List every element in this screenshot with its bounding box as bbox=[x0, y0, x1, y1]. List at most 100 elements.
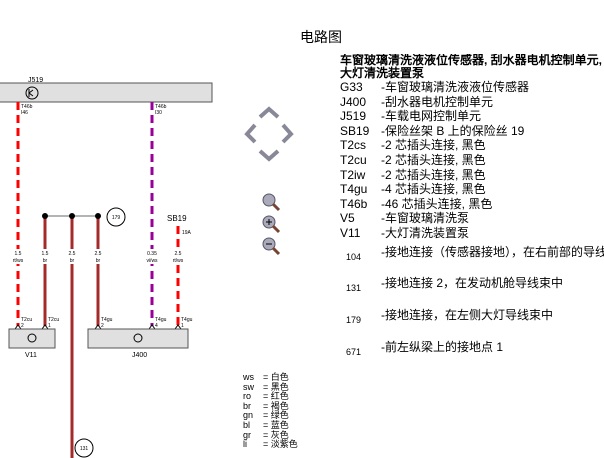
legend-code: V11 bbox=[340, 225, 361, 240]
motor-icon bbox=[133, 333, 143, 343]
color-code: ws bbox=[243, 372, 254, 382]
pin-label: 2 bbox=[21, 323, 24, 329]
v11-label: V11 bbox=[25, 352, 37, 359]
color-name: = 淡紫色 bbox=[263, 439, 298, 450]
legend-desc: -刮水器电机控制单元 bbox=[381, 94, 493, 109]
connector-arrow-icon bbox=[41, 324, 49, 330]
ground-desc: -接地连接，在左侧大灯导线束中 bbox=[381, 308, 553, 322]
legend-desc: -大灯清洗装置泵 bbox=[381, 225, 469, 240]
ground-desc: -前左纵梁上的接地点 1 bbox=[381, 340, 504, 354]
connector-label: T46b bbox=[21, 104, 33, 110]
legend-heading: 车窗玻璃清洗液液位传感器, 刮水器电机控制单元, 大灯清洗装置泵 bbox=[340, 54, 603, 80]
ground-item: 179-接地连接，在左侧大灯导线束中 bbox=[340, 306, 604, 326]
ground-item: 131 -接地连接 2，在发动机舱导线束中 bbox=[340, 274, 604, 294]
legend-code: SB19 bbox=[340, 123, 370, 138]
connector-arrow-icon bbox=[14, 324, 22, 330]
wire-size-label: 2.5 bbox=[175, 251, 182, 257]
ground-point-131 bbox=[74, 438, 94, 458]
ground-131-label: 131 bbox=[80, 446, 89, 452]
ground-desc: -接地连接（传感器接地），在右前部的导线束中 bbox=[381, 245, 604, 259]
connector-label: T4gu bbox=[155, 317, 167, 323]
wire-size-label: 1.5 bbox=[15, 251, 22, 257]
zoom-in-icon[interactable] bbox=[262, 215, 281, 234]
legend-code: T2iw bbox=[340, 167, 366, 182]
j519-control-unit bbox=[0, 82, 213, 103]
pin-label: I30 bbox=[155, 110, 162, 116]
legend-item: G33 -车窗玻璃清洗液液位传感器 bbox=[340, 80, 604, 95]
pin-label: 4 bbox=[155, 323, 158, 329]
legend-code: V5 bbox=[340, 211, 355, 226]
junction-dot bbox=[95, 213, 101, 219]
legend-code: G33 bbox=[340, 80, 363, 94]
legend-item: J519 -车载电网控制单元 bbox=[340, 109, 604, 124]
fuse-rating: 19A bbox=[182, 230, 192, 236]
ground-code: 104 bbox=[346, 252, 362, 262]
junction-dot bbox=[42, 213, 48, 219]
j519-label: J519 bbox=[28, 77, 43, 84]
wire-color-label: rt/ws bbox=[13, 258, 24, 264]
v11-pump bbox=[8, 328, 56, 349]
legend-desc: -2 芯插头连接, 黑色 bbox=[381, 138, 486, 153]
connector-label: T2cu bbox=[48, 317, 59, 323]
legend-code: T2cs bbox=[340, 138, 367, 153]
legend-code: J519 bbox=[340, 109, 367, 124]
connector-arrow-icon bbox=[148, 324, 156, 330]
legend-desc: -车载电网控制单元 bbox=[381, 109, 481, 124]
legend-desc: -保险丝架 B 上的保险丝 19 bbox=[381, 123, 525, 138]
zoom-fit-icon[interactable] bbox=[262, 193, 281, 212]
ground-code: 671 bbox=[346, 347, 362, 357]
pan-down-icon[interactable] bbox=[258, 149, 280, 162]
pan-left-icon[interactable] bbox=[244, 123, 257, 144]
pin-label: 2 bbox=[101, 323, 104, 329]
legend-desc: -2 芯插头连接, 黑色 bbox=[381, 152, 486, 167]
color-key-item: sw= 黑色 bbox=[243, 381, 298, 393]
pan-right-icon[interactable] bbox=[281, 123, 294, 144]
color-key-item: ro= 红色 bbox=[243, 392, 298, 402]
legend-desc: -车窗玻璃清洗泵 bbox=[381, 211, 469, 226]
legend-item: T4gu-4 芯插头连接, 黑色 bbox=[340, 182, 604, 197]
connector-label: T2cu bbox=[21, 317, 32, 323]
color-name: = 褐色 bbox=[263, 400, 289, 411]
legend-desc: -车窗玻璃清洗液液位传感器 bbox=[381, 80, 529, 94]
color-code: gn bbox=[243, 410, 254, 421]
pin-label: 1 bbox=[181, 323, 184, 329]
ground-179-label: 179 bbox=[112, 215, 121, 221]
nav-controls bbox=[243, 104, 303, 279]
wire-size-label: 2.5 bbox=[95, 251, 102, 257]
color-code: br bbox=[243, 400, 252, 411]
ground-code: 131 bbox=[346, 283, 362, 293]
legend-item: T2iw-2 芯插头连接, 黑色 bbox=[340, 168, 604, 183]
j400-label: J400 bbox=[132, 352, 147, 359]
junction-dot bbox=[69, 213, 75, 219]
ground-desc: -接地连接 2，在发动机舱导线束中 bbox=[381, 276, 564, 290]
connector-label: T4gu bbox=[181, 317, 193, 323]
color-name: = 灰色 bbox=[263, 429, 289, 440]
legend-item: J400 -刮水器电机控制单元 bbox=[340, 95, 604, 110]
circuit-diagram: J519 T46b I46 T46b I30 179 SB19 19A 1.5r… bbox=[0, 77, 213, 458]
color-key-item: ws= 白色 bbox=[243, 372, 298, 383]
legend-item: T46b-46 芯插头连接, 黑色 bbox=[340, 197, 604, 212]
color-name: = 黑色 bbox=[263, 381, 289, 392]
color-key-item: gr= 灰色 bbox=[243, 429, 298, 441]
fuse-label: SB19 bbox=[167, 214, 187, 223]
zoom-out-icon[interactable] bbox=[262, 237, 281, 256]
color-name: = 红色 bbox=[263, 391, 289, 402]
component-legend: 车窗玻璃清洗液液位传感器, 刮水器电机控制单元, 大灯清洗装置泵 G33 -车窗玻… bbox=[340, 54, 604, 241]
legend-desc: -46 芯插头连接, 黑色 bbox=[381, 196, 493, 211]
legend-code: J400 bbox=[340, 94, 367, 109]
legend-desc: -4 芯插头连接, 黑色 bbox=[381, 182, 486, 197]
connector-label: T46b bbox=[155, 104, 167, 110]
pin-label: 1 bbox=[48, 323, 51, 329]
color-key-item: gn= 绿色 bbox=[243, 411, 298, 421]
color-key-item: bl= 蓝色 bbox=[243, 419, 298, 431]
color-code: bl bbox=[243, 419, 251, 430]
connector-arrow-icon bbox=[94, 324, 102, 330]
wire-color-label: br bbox=[70, 258, 75, 264]
connector-label: T4gu bbox=[101, 317, 113, 323]
pan-up-icon[interactable] bbox=[258, 106, 280, 119]
j400-control-unit bbox=[87, 328, 189, 349]
color-key-item: br = 褐色 bbox=[243, 400, 298, 412]
ground-item: 671 -前左纵梁上的接地点 1 bbox=[340, 338, 604, 358]
wire-color-label: vi/ws bbox=[146, 258, 158, 264]
legend-item: T2cs -2 芯插头连接, 黑色 bbox=[340, 138, 604, 153]
